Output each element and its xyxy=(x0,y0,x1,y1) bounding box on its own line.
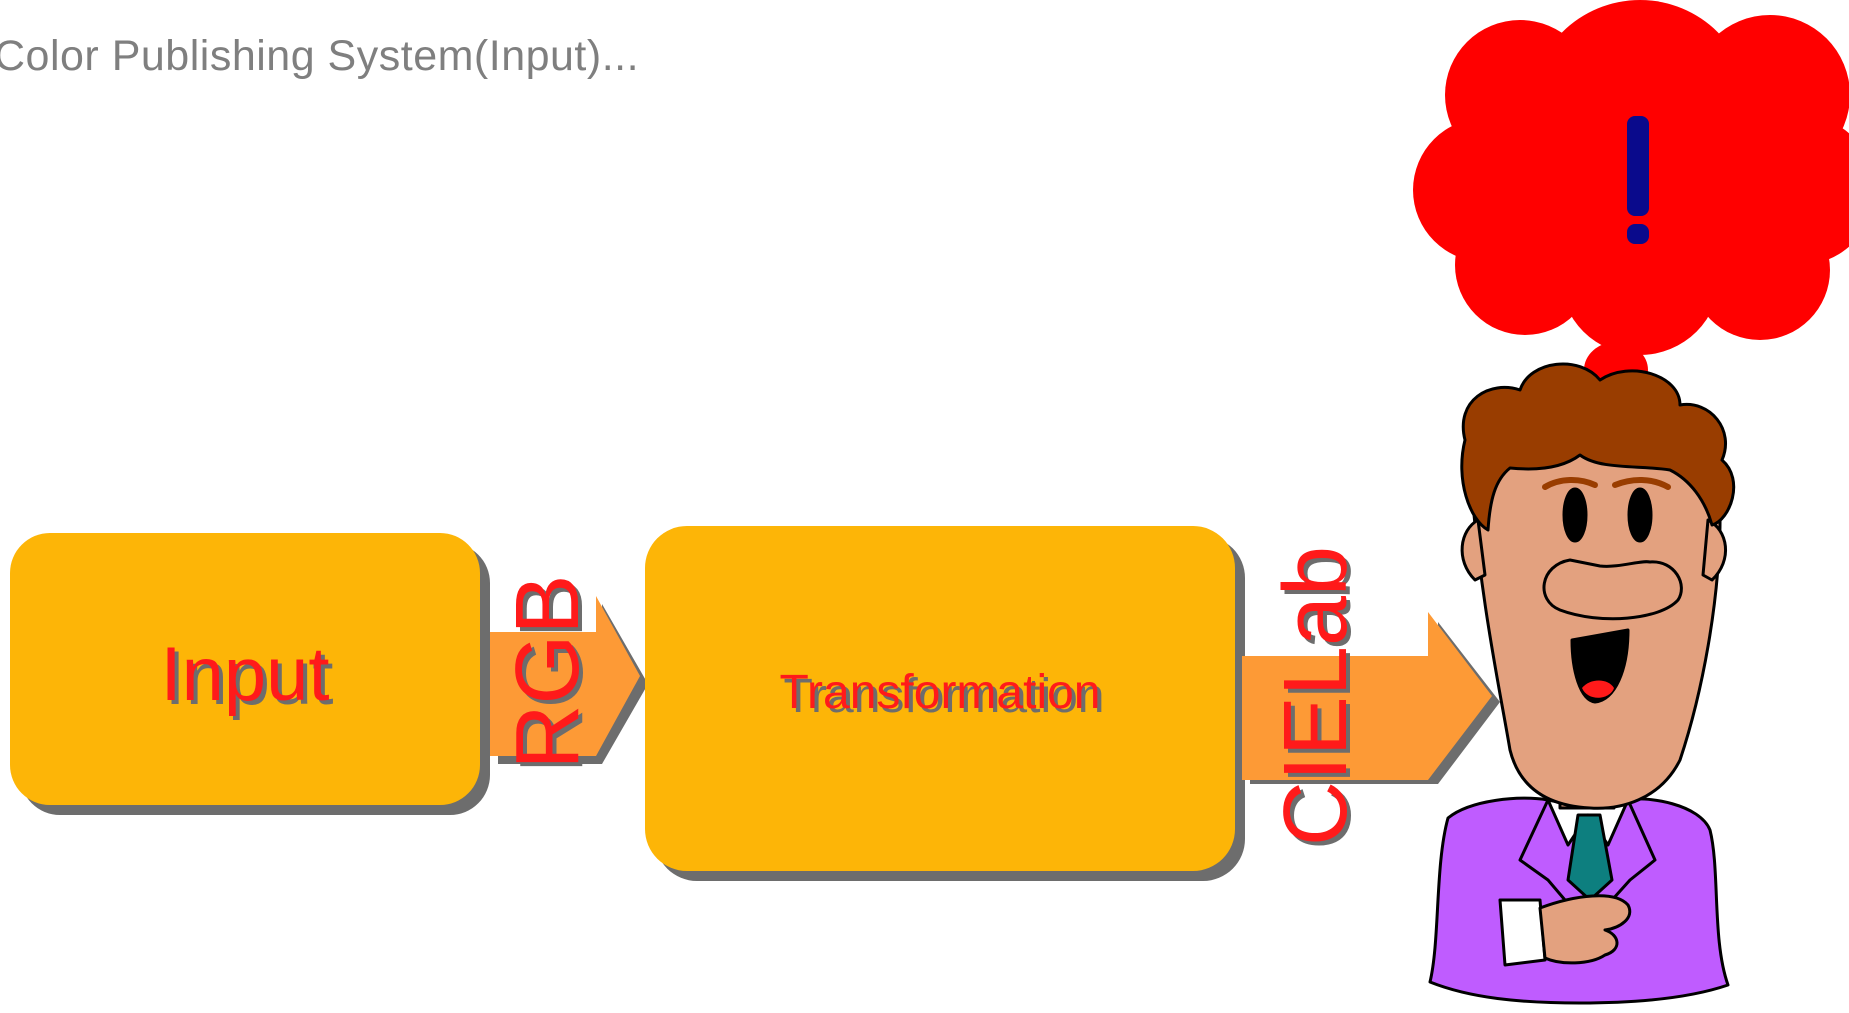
transformation-label: Transformation xyxy=(780,666,1101,719)
input-box: Input Input xyxy=(10,533,490,815)
cartoon-person-icon xyxy=(1428,362,1736,1005)
input-label: Input xyxy=(160,632,329,717)
cielab-arrow-body xyxy=(1242,612,1492,780)
rgb-arrow: RGB RGB xyxy=(490,574,648,774)
cielab-arrow: CIELab CIELab xyxy=(1242,546,1500,850)
rgb-arrow-body xyxy=(490,596,640,756)
transformation-label-shadow: Transformation xyxy=(784,670,1105,723)
slide-title: Color Publishing System(Input)... xyxy=(0,32,640,80)
cielab-label: CIELab xyxy=(1266,546,1366,846)
rgb-label: RGB xyxy=(498,574,598,769)
exclamation-icon xyxy=(1627,116,1649,244)
rgb-label-shadow: RGB xyxy=(502,578,602,773)
thought-bubble xyxy=(1413,0,1849,443)
input-label-shadow: Input xyxy=(164,636,333,721)
cielab-label-shadow: CIELab xyxy=(1270,550,1370,850)
input-box-body xyxy=(10,533,480,805)
transformation-box: Transformation Transformation xyxy=(645,526,1245,881)
transformation-box-body xyxy=(645,526,1235,871)
